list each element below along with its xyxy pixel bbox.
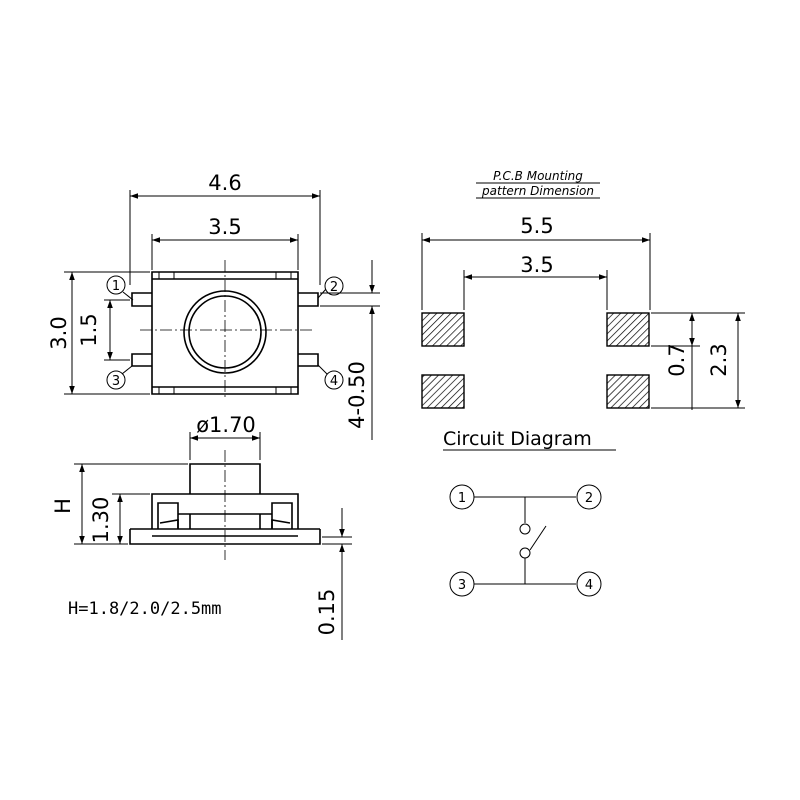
circuit-diagram: Circuit Diagram 1 2 3 4 xyxy=(443,428,616,597)
switch-contact-bottom xyxy=(519,547,531,559)
side-view: ø1.70 H 1.30 0.15 H=1.8/2.0/2.5mm xyxy=(51,413,352,640)
pin-1-marker xyxy=(106,275,126,295)
circuit-pin-1 xyxy=(449,484,475,510)
switch-contact-top xyxy=(519,523,531,535)
pcb-title-line2: pattern Dimension xyxy=(481,184,594,198)
circuit-title: Circuit Diagram xyxy=(443,428,592,450)
circuit-pin-1-label: 1 xyxy=(458,491,466,506)
pin-2-marker xyxy=(324,276,344,296)
pad-bottom-left xyxy=(421,374,465,409)
side-base xyxy=(129,529,321,545)
circuit-pin-4-label: 4 xyxy=(585,578,593,593)
pcb-title-line1: P.C.B Mounting xyxy=(493,169,583,183)
dim-body-height: 1.30 xyxy=(89,497,113,544)
dim-button-dia: ø1.70 xyxy=(196,413,256,437)
pcb-width-outer: 5.5 xyxy=(520,214,553,238)
dim-height: 3.0 xyxy=(47,316,71,349)
top-view: 4.6 3.5 3.0 xyxy=(47,171,380,440)
height-note: H=1.8/2.0/2.5mm xyxy=(68,599,222,619)
lead-3 xyxy=(131,353,152,367)
pcb-pattern: P.C.B Mounting pattern Dimension 5.5 3.5… xyxy=(421,169,745,410)
circuit-pin-2-label: 2 xyxy=(585,491,593,506)
circuit-pin-3-label: 3 xyxy=(458,578,466,593)
pin-4-label: 4 xyxy=(330,374,338,389)
pin-1-label: 1 xyxy=(112,279,120,294)
pin-4-marker xyxy=(324,370,344,390)
side-button xyxy=(189,463,261,494)
pin-3-marker xyxy=(106,370,126,390)
dim-pitch: 1.5 xyxy=(77,313,101,346)
dim-pin-width: 4-0.50 xyxy=(345,361,369,429)
dim-lead-thickness: 0.15 xyxy=(315,589,339,636)
pin-2-label: 2 xyxy=(330,280,338,295)
lead-4 xyxy=(298,353,319,367)
dim-width-outer: 4.6 xyxy=(208,171,241,195)
pin-3-label: 3 xyxy=(112,374,120,389)
pad-top-right xyxy=(606,312,650,347)
switch-lever xyxy=(529,525,547,551)
pcb-width-inner: 3.5 xyxy=(520,253,553,277)
lead-2 xyxy=(298,292,319,307)
switch-body xyxy=(151,271,299,395)
dim-width-inner: 3.5 xyxy=(208,215,241,239)
circuit-pin-2 xyxy=(576,484,602,510)
circuit-pin-4 xyxy=(576,571,602,597)
pad-bottom-right xyxy=(606,374,650,409)
pcb-pad-height: 0.7 xyxy=(665,343,689,376)
circuit-pin-3 xyxy=(449,571,475,597)
pcb-pad-span: 2.3 xyxy=(707,343,731,376)
lead-1 xyxy=(131,292,152,307)
dim-H: H xyxy=(51,498,75,514)
pad-top-left xyxy=(421,312,465,347)
